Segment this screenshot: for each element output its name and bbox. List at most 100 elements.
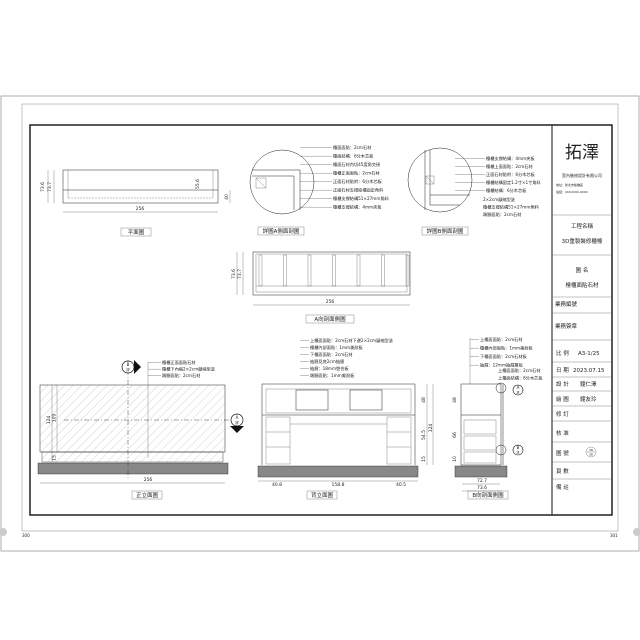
- page-outline: [0, 95, 640, 552]
- dimension-label: 40.5: [396, 482, 406, 488]
- plan-title: 平面圖: [128, 229, 145, 236]
- dimension-label: 124: [428, 424, 434, 433]
- dimension-label: 55.6: [195, 179, 201, 189]
- binding-hole: [633, 528, 640, 536]
- dimension-label: 72.7: [477, 478, 487, 484]
- dimension-label: 詳: [235, 420, 239, 425]
- annotation-note: 上檯面面貼：2cm石材: [480, 336, 523, 343]
- dimension-label: 48: [421, 397, 427, 403]
- drafter-name: 鐘友玲: [580, 395, 597, 403]
- annotation-note: 檯櫃內部面貼：1mm美耐板: [480, 345, 534, 352]
- annotation-note: 抽屜：12mm抽屜層板: [480, 362, 524, 369]
- dimension-label: 124: [46, 416, 52, 425]
- dimension-label: B: [127, 362, 130, 367]
- dimension-label: 73.7: [47, 182, 53, 192]
- detail-marker-b[interactable]: B 詳: [512, 444, 524, 456]
- project-label: 工程名稱: [571, 222, 594, 230]
- pages-label: 頁 數: [556, 467, 569, 475]
- dimension-label: 詳: [516, 450, 519, 455]
- annotation-note: 抽屜：18mm塑合板: [310, 365, 349, 372]
- drawing-frame: [29, 124, 613, 516]
- dimension-label: 158.8: [332, 482, 345, 488]
- remarks-label: 備 註: [556, 483, 569, 491]
- dimension-label: A: [236, 415, 239, 420]
- company-phone: 電話：(02)2000-0000: [556, 189, 588, 194]
- annotation-note: 上檯面面貼：2cm石材下邊2×2cm厭縮型塗: [310, 337, 394, 344]
- dimension-label: 詳: [126, 367, 130, 372]
- detail-a-title: 詳圖A側面剖圖: [263, 227, 300, 235]
- approve-label: 核 准: [556, 429, 569, 437]
- sheet-number-badge: [585, 446, 597, 458]
- plan-view: 73.6 73.7 55.6 40 256 平面圖: [40, 169, 231, 237]
- detail-a-view: 檯面面貼：2cm石材檯面結構：6分木芯板檯面石材內切45度角交接檯櫃正面面貼：2…: [249, 144, 390, 236]
- rear-elevation-view: 上檯面面貼：2cm石材下邊2×2cm厭縮型塗檯櫃內部面貼：1mm美耐板下檯面面貼…: [257, 337, 434, 500]
- annotation-note: 檯櫃支撐結構51×27mm角料: [333, 195, 390, 202]
- annotation-note: 踢腳面貼：2cm石材: [162, 372, 200, 379]
- scale-value: A3-1/25: [578, 351, 600, 357]
- project-name: 3D重製裝修櫃檯: [562, 237, 603, 245]
- annotation-note: 檯櫃正面面貼：2cm石材: [333, 170, 380, 177]
- dimension-label: 15: [52, 455, 58, 461]
- front-title: 正立面圖: [136, 491, 159, 499]
- business-no-label: 業務編號: [555, 300, 578, 308]
- date-value: 2023.07.15: [573, 368, 605, 374]
- company-logo: 拓澤: [565, 143, 599, 163]
- annotation-note: 檯櫃下內縮2×2cm厭縮型塗: [162, 366, 216, 373]
- annotation-note: 檯櫃上面面貼：2cm石材: [486, 163, 533, 170]
- section-b-view: 上檯面面貼：2cm石材檯櫃內部面貼：1mm美耐板下檯面面貼：2cm石材板抽屜：1…: [452, 336, 543, 500]
- annotation-note: 檯櫃結構：6分木芯板: [486, 187, 527, 194]
- scale-label: 比 例: [556, 349, 569, 357]
- sheet-label: 圖 號: [556, 449, 569, 457]
- annotation-note: 檯櫃支撐結構：4mm夾板: [333, 204, 382, 211]
- title-block: 拓澤 室內裝修設計有限公司 地址：新北市板橋區 電話：(02)2000-0000…: [551, 125, 612, 515]
- dimension-label: 40: [224, 194, 230, 200]
- annotation-note: 檯櫃正面面貼石材: [162, 359, 196, 366]
- section-marker-b[interactable]: B 詳: [121, 360, 141, 374]
- section-a-title: A向剖面側圖: [314, 315, 346, 323]
- designer-name: 鐘仁澤: [580, 380, 597, 388]
- dimension-label: 73.6: [231, 269, 237, 279]
- dimension-label: 256: [144, 477, 153, 483]
- section-b-title: B向剖面側圖: [472, 491, 504, 499]
- dimension-label: 73.7: [237, 269, 243, 279]
- date-label: 日 期: [556, 367, 569, 374]
- sheet-number: 28: [589, 448, 593, 452]
- inner-border: [21, 103, 619, 532]
- company-name: 室內裝修設計有限公司: [562, 172, 602, 178]
- draw-label: 繪 圖: [556, 395, 569, 403]
- annotation-note: 正面石材貼附：6分木芯板: [486, 171, 536, 178]
- revise-label: 修 訂: [556, 410, 569, 418]
- drawing-name: 檯櫃面貼石材: [565, 281, 599, 289]
- dimension-label: 73.6: [40, 182, 46, 192]
- dimension-label: 15: [421, 456, 427, 462]
- annotation-note: 2×2cm厭縮型塗: [483, 196, 516, 203]
- annotation-note: 檯櫃支撐結構51×27mm角料: [483, 204, 540, 211]
- annotation-note: 檯面面貼：2cm石材: [333, 144, 371, 151]
- dimension-label: 256: [326, 299, 335, 305]
- annotation-note: 檯面石材內切45度角交接: [333, 161, 381, 168]
- annotation-note: 下檯面面貼：2cm石材: [310, 351, 353, 358]
- dimension-label: 48: [452, 397, 458, 403]
- dimension-label: 詳: [516, 390, 519, 395]
- annotation-note: 踢腳面貼：2cm石材: [483, 211, 521, 218]
- page-number-left: 300: [22, 533, 30, 538]
- annotation-note: 下檯面面貼：2cm石材板: [480, 353, 528, 360]
- annotation-note: 上檯面面貼：2cm石材: [498, 367, 541, 374]
- business-sign-label: 業務簽章: [555, 322, 578, 330]
- annotation-note: 檯櫃支撐結構：4mm夾板: [486, 155, 535, 162]
- sheet-total: 36: [589, 453, 593, 457]
- company-address: 地址：新北市板橋區: [556, 182, 583, 187]
- dimension-label: 40.8: [272, 482, 282, 488]
- page-number-right: 301: [610, 533, 618, 538]
- annotation-note: 上檯面結構：6分木芯板: [498, 375, 543, 382]
- drawing-label: 圖 名: [576, 266, 589, 274]
- section-a-view: 73.6 73.7 256 A向剖面側圖: [231, 251, 411, 324]
- dimension-label: 109: [52, 414, 58, 423]
- detail-b-title: 詳圖B側面剖圖: [427, 227, 464, 235]
- detail-marker-a[interactable]: A 詳: [512, 384, 524, 396]
- annotation-note: 踢腳面貼：1mm美耐板: [310, 372, 355, 379]
- dimension-label: 73.6: [477, 485, 487, 491]
- section-marker-a[interactable]: A 詳: [230, 413, 244, 433]
